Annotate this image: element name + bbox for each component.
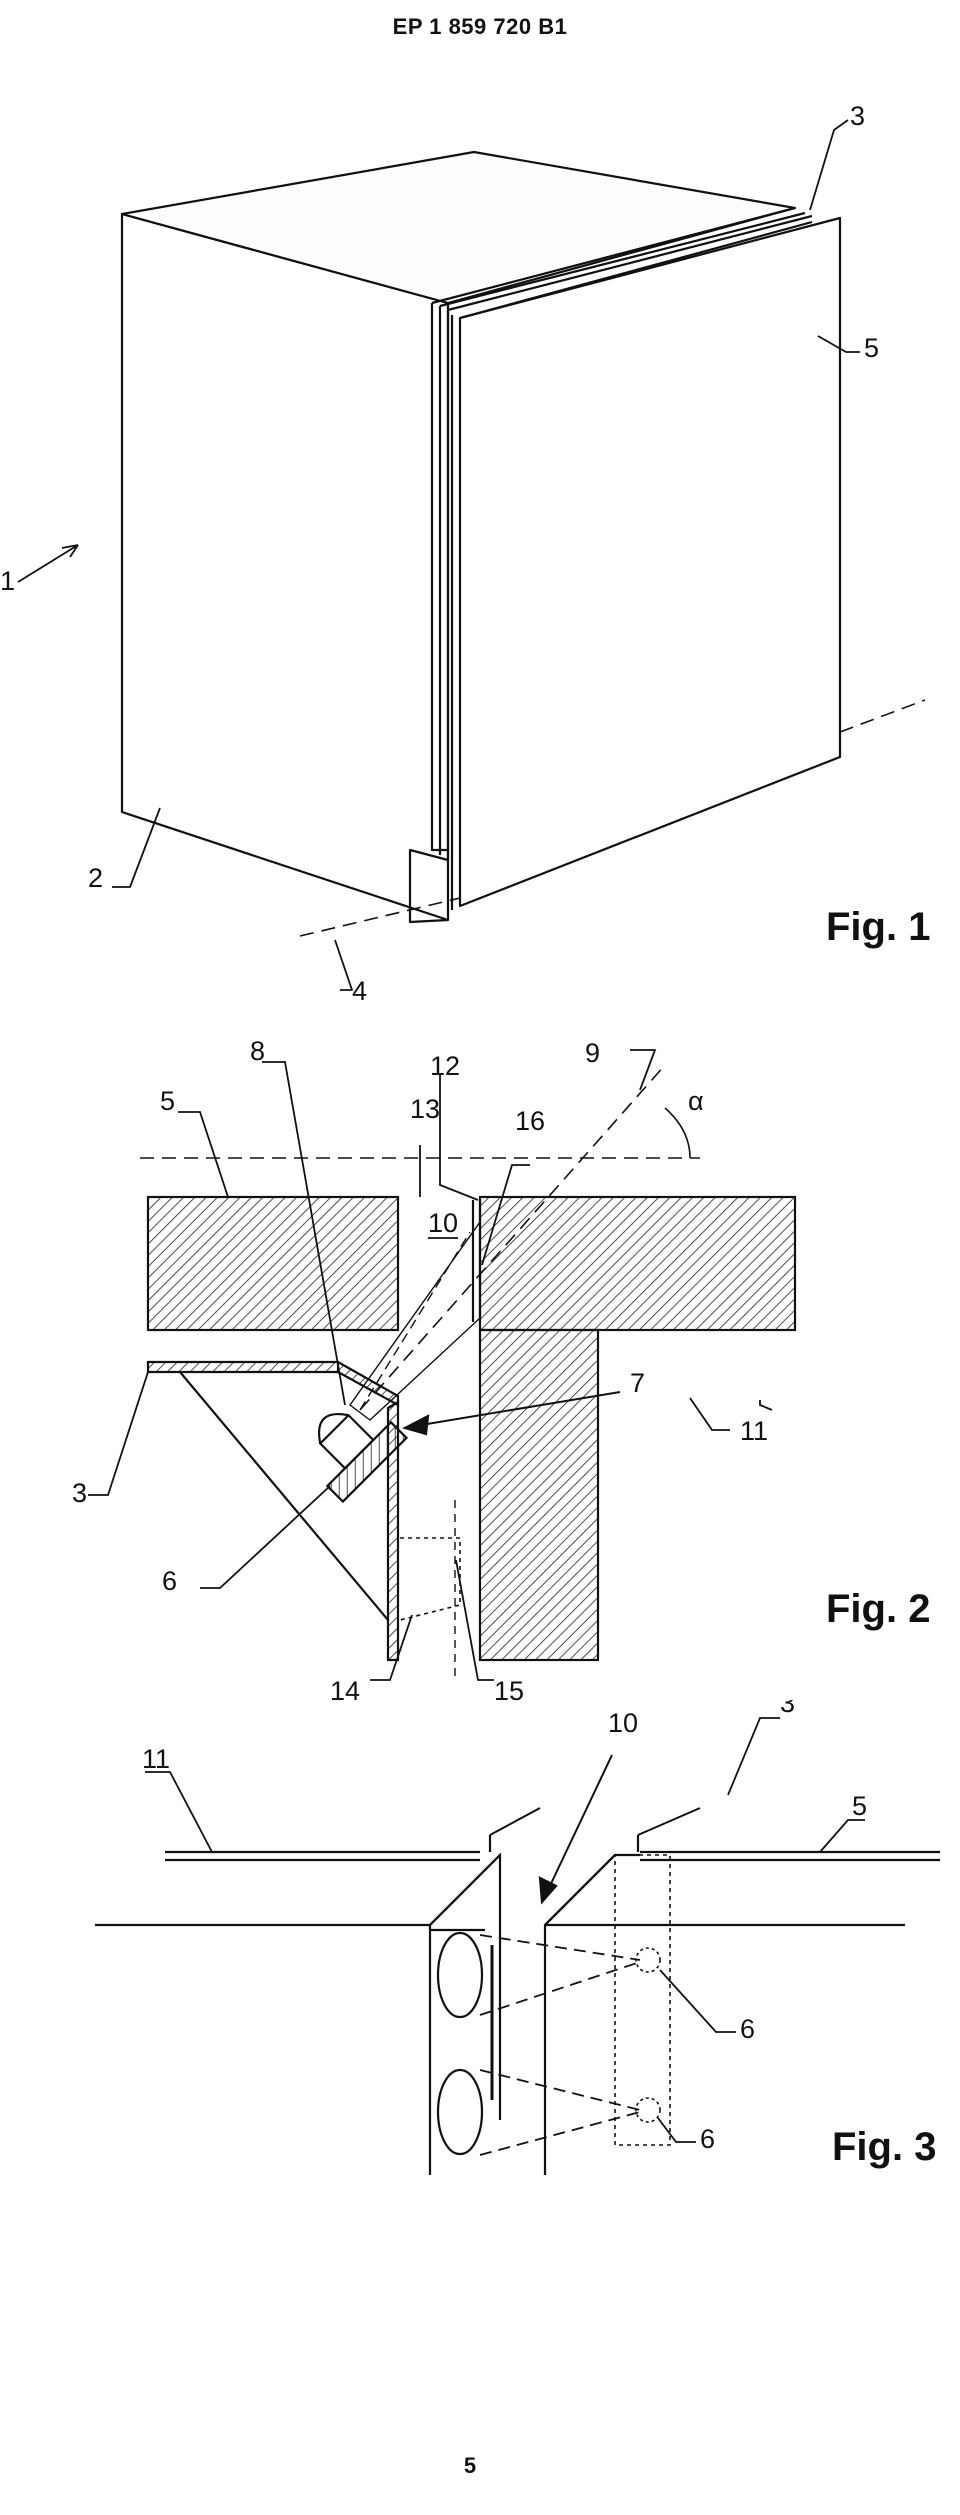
fig1-label-1: 1 — [0, 566, 15, 596]
fig3-label-6a: 6 — [740, 2014, 755, 2044]
bracket-support — [179, 1371, 389, 1621]
fig3-label-10: 10 — [608, 1708, 638, 1738]
fig1-label-3: 3 — [850, 101, 865, 131]
lamp-lens-upper — [436, 1931, 484, 2019]
front-door-panel — [458, 216, 842, 908]
lamp-lens-lower — [436, 2068, 484, 2156]
figure-1-drawing: 1 2 3 4 5 Fig. 1 — [0, 101, 930, 1006]
figure-3-drawing: 11 10 3 5 6 6 Fig. 3 — [95, 1700, 940, 2175]
axis-line-4b — [839, 699, 926, 733]
right-block — [543, 1853, 640, 2175]
fig2-label-12: 12 — [430, 1051, 460, 1081]
fig2-label-10: 10 — [428, 1208, 458, 1238]
hidden-housing — [614, 1854, 671, 2146]
fig1-caption: Fig. 1 — [826, 905, 930, 949]
fig3-label-11: 11 — [142, 1744, 170, 1774]
light-beam — [349, 1219, 481, 1421]
fig2-label-11: 11 — [740, 1416, 768, 1446]
fig1-label-4: 4 — [352, 976, 367, 1006]
fig1-label-5: 5 — [864, 333, 879, 363]
fig1-label-2: 2 — [88, 863, 103, 893]
door-edge-3 — [447, 214, 813, 312]
base-notch — [408, 848, 449, 924]
fig2-label-14: 14 — [330, 1676, 360, 1706]
fig2-label-alpha: α — [688, 1086, 704, 1116]
lamp-6-lower — [635, 2097, 661, 2123]
fig2-label-13: 13 — [410, 1094, 440, 1124]
fig2-label-6: 6 — [162, 1566, 177, 1596]
fig2-label-8: 8 — [250, 1036, 265, 1066]
figure-2-drawing: 5 8 12 13 16 10 9 α 7 11 3 6 14 15 Fig. … — [72, 1036, 930, 1706]
fig2-label-16: 16 — [515, 1106, 545, 1136]
bracket-wall — [386, 1400, 400, 1662]
panel-5 — [146, 1195, 400, 1332]
door-gap-line-1 — [430, 303, 448, 852]
patent-number-header: EP 1 859 720 B1 — [392, 14, 568, 39]
fig3-label-3: 3 — [780, 1700, 795, 1718]
fig3-caption: Fig. 3 — [832, 2125, 936, 2169]
door-edge-1 — [431, 206, 796, 305]
angle-arc — [664, 1107, 691, 1159]
cabinet-body-front — [120, 212, 450, 922]
lamp-6 — [318, 1413, 409, 1504]
fig2-label-5: 5 — [160, 1086, 175, 1116]
fig2-label-7: 7 — [630, 1368, 645, 1398]
fig3-label-6b: 6 — [700, 2124, 715, 2154]
cabinet-top — [120, 150, 797, 305]
panel-11 — [478, 1195, 797, 1332]
fig2-label-9: 9 — [585, 1038, 600, 1068]
fig2-label-15: 15 — [494, 1676, 524, 1706]
vertical-post — [478, 1328, 600, 1662]
fig2-caption: Fig. 2 — [826, 1587, 930, 1631]
page-number: 5 — [463, 2453, 477, 2478]
door-edge-2 — [439, 211, 806, 308]
fig2-label-3: 3 — [72, 1478, 87, 1508]
axis-9 — [359, 1064, 666, 1411]
axis-line-4 — [299, 897, 461, 937]
plate-3 — [146, 1360, 340, 1374]
fig3-label-5: 5 — [852, 1791, 867, 1821]
